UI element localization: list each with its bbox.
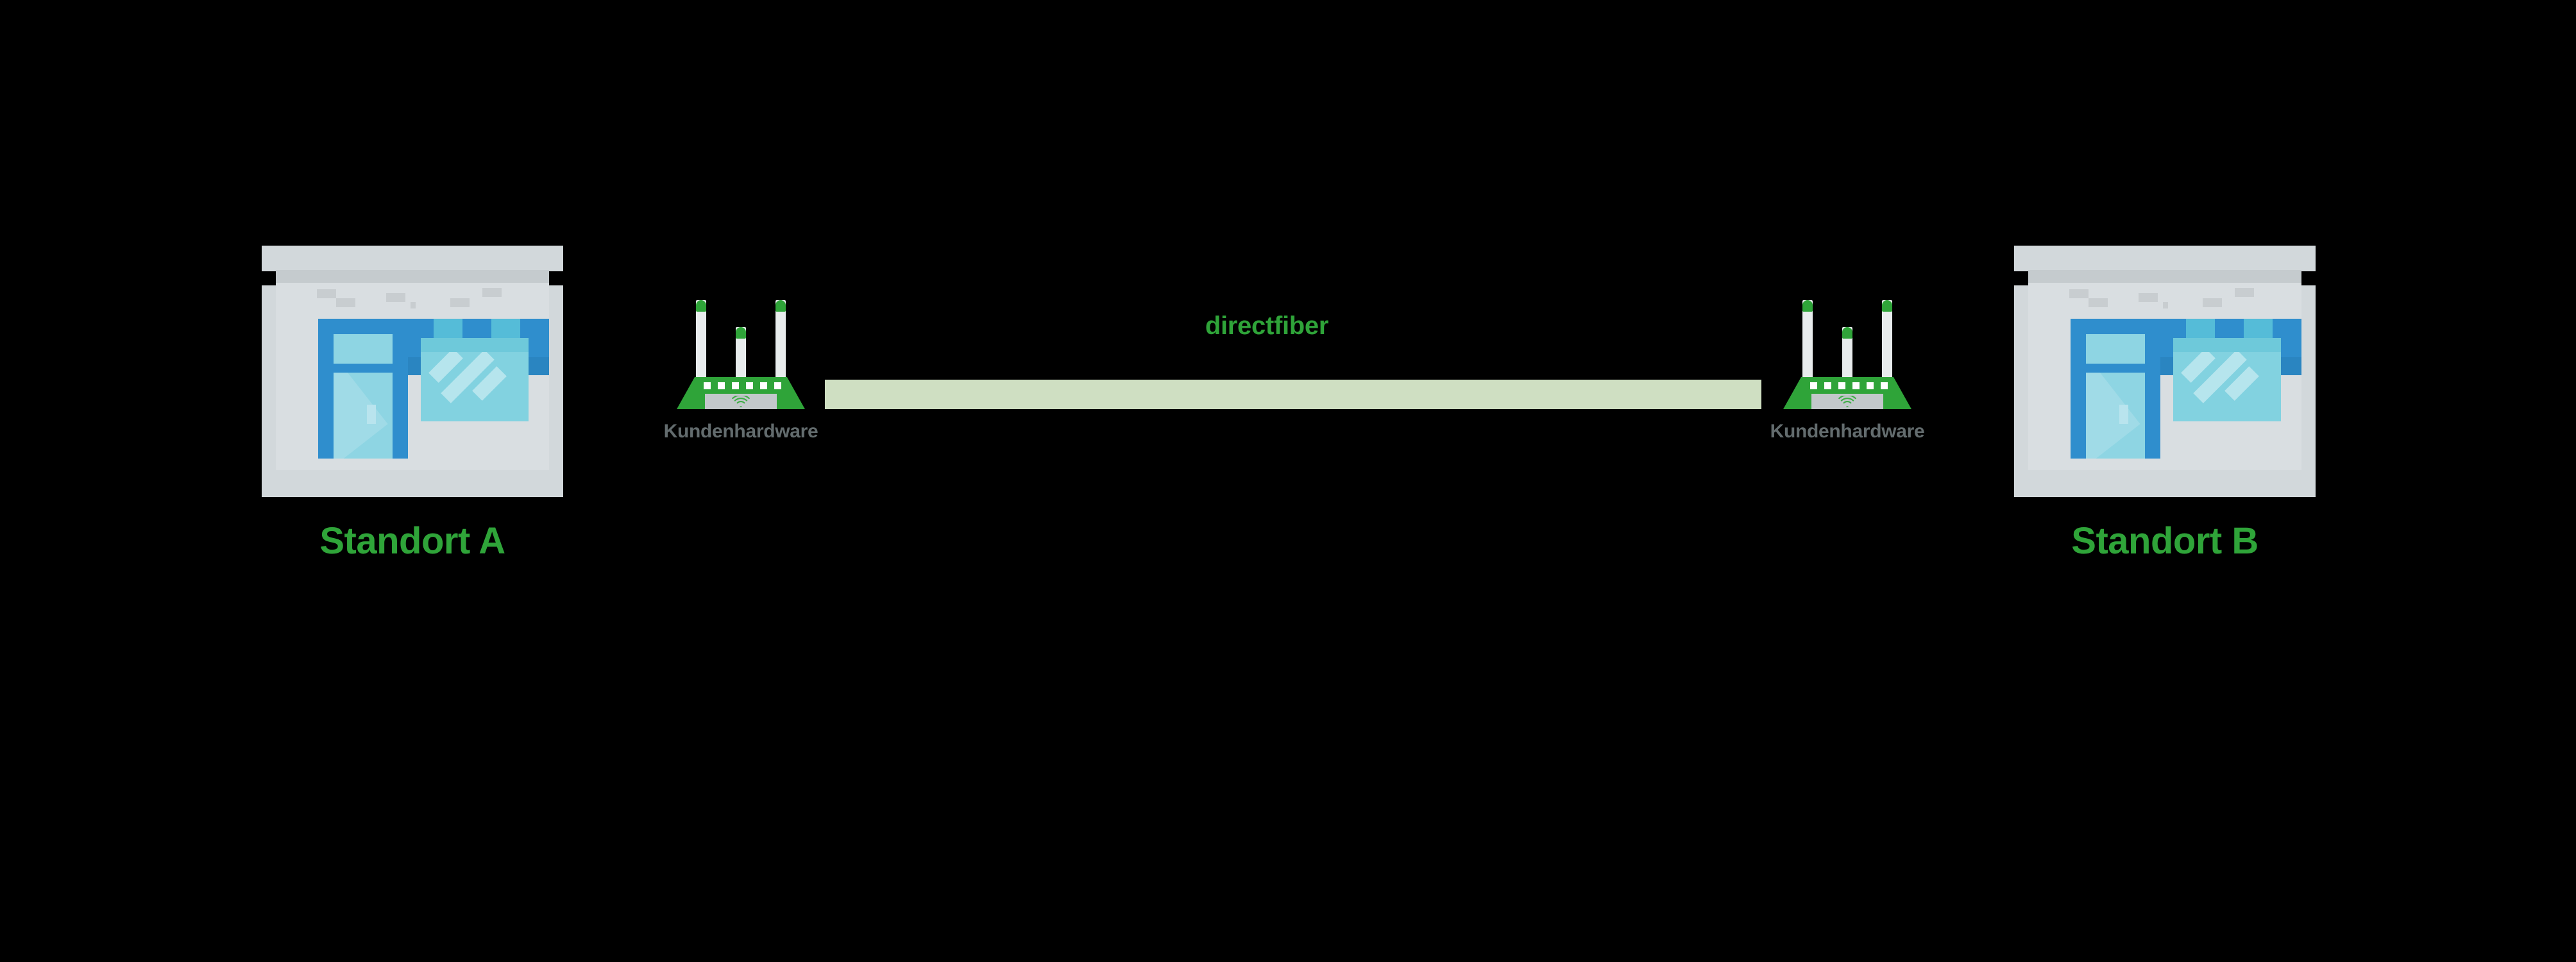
antenna-tip: [1882, 300, 1892, 312]
antenna-tip: [775, 300, 786, 312]
shop-window: [2173, 352, 2281, 421]
router-antenna: [696, 300, 706, 378]
router-antenna: [1842, 327, 1852, 378]
facade-marks: [2028, 285, 2301, 317]
facade-marks: [276, 285, 549, 317]
door-transom-window: [2086, 334, 2145, 364]
shop-door: [334, 373, 393, 459]
building-site-a: [262, 246, 563, 497]
shop-door-frame: [2071, 319, 2160, 459]
antenna-tip: [736, 327, 746, 339]
door-handle: [367, 405, 376, 424]
hardware-label-a: Kundenhardware: [663, 421, 818, 442]
router-antenna: [736, 327, 746, 378]
building-roof-cap: [262, 246, 563, 271]
shop-door: [2086, 373, 2145, 459]
router-site-b: [1783, 300, 1911, 409]
router-front-panel: [1811, 394, 1883, 409]
door-gloss: [2086, 373, 2140, 459]
hardware-label-b: Kundenhardware: [1770, 421, 1925, 442]
antenna-tip: [1842, 327, 1852, 339]
site-label-b: Standort B: [2071, 520, 2258, 562]
building-roof-band: [276, 270, 549, 283]
door-transom-window: [334, 334, 393, 364]
building-roof-cap: [2014, 246, 2316, 271]
router-antenna: [1802, 300, 1813, 378]
shop-window-header: [2173, 338, 2281, 353]
fiber-link-line: [825, 380, 1761, 409]
router-site-a: [677, 300, 805, 409]
router-antenna: [775, 300, 786, 378]
antenna-tip: [1802, 300, 1813, 312]
router-status-leds: [1783, 382, 1911, 390]
door-handle: [2119, 405, 2128, 424]
site-label-a: Standort A: [319, 520, 505, 562]
door-gloss: [334, 373, 388, 459]
wifi-signal-icon: [732, 396, 750, 407]
shop-door-frame: [318, 319, 408, 459]
router-antenna: [1882, 300, 1892, 378]
fiber-link-label: directfiber: [1205, 312, 1329, 340]
shop-window: [421, 352, 529, 421]
building-site-b: [2014, 246, 2316, 497]
antenna-tip: [696, 300, 706, 312]
router-status-leds: [677, 382, 805, 390]
wifi-signal-icon: [1838, 396, 1856, 407]
router-front-panel: [705, 394, 777, 409]
building-roof-band: [2028, 270, 2301, 283]
shop-window-header: [421, 338, 529, 353]
